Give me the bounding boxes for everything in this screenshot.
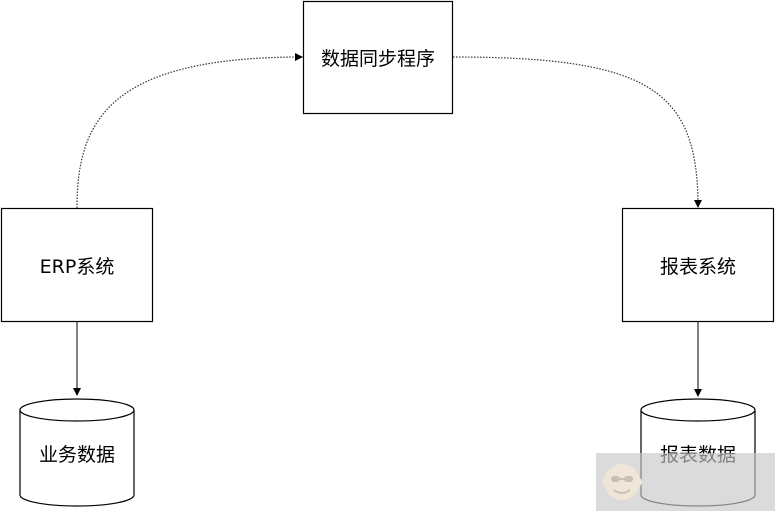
edge-erp-to-sync <box>76 53 303 209</box>
node-erp-label: ERP系统 <box>39 255 115 278</box>
node-report-box[interactable] <box>621 207 775 323</box>
node-report-label: 报表系统 <box>659 255 736 278</box>
node-sync-box[interactable] <box>302 0 454 115</box>
edge-sync-to-report <box>452 56 702 208</box>
monkey-face-icon <box>602 464 642 500</box>
node-sync-label: 数据同步程序 <box>320 48 435 70</box>
node-business-data-label: 业务数据 <box>38 443 115 466</box>
node-business-data-cylinder[interactable] <box>19 398 135 507</box>
watermark-overlay <box>596 453 775 511</box>
node-erp-box[interactable] <box>0 207 154 323</box>
